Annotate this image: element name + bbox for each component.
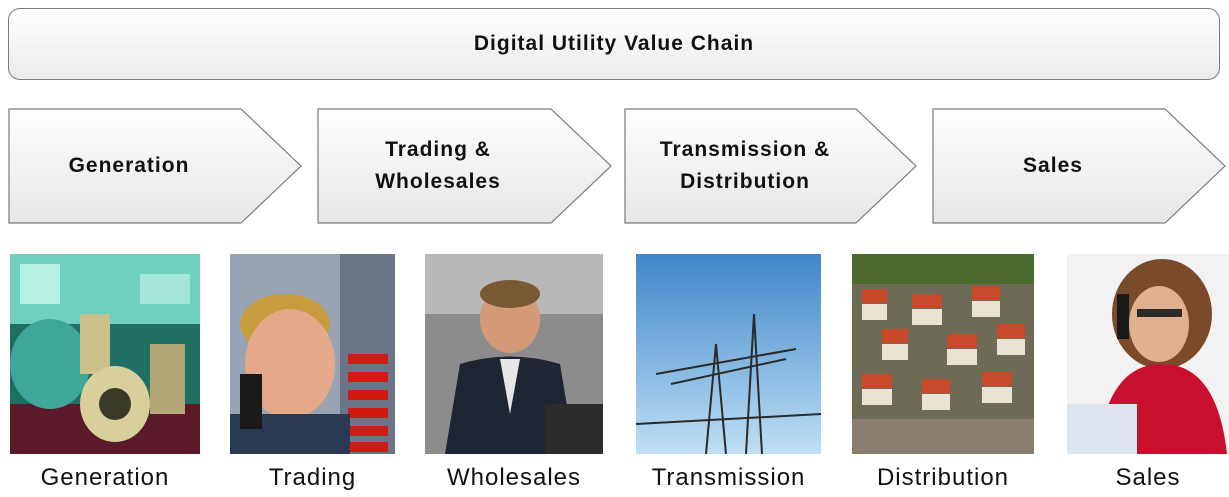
- hillside-town-photo: [852, 254, 1034, 454]
- caption-wholesales: Wholesales: [446, 464, 582, 491]
- stage-chevron-sales: [932, 108, 1226, 224]
- stage-label-transmission-distribution: Transmission &Distribution: [659, 138, 831, 193]
- stage-label-sales: Sales: [1023, 154, 1083, 177]
- stage-chevron-trading-wholesales: [317, 108, 612, 224]
- businessman-at-desk-photo: [425, 254, 603, 454]
- caption-trading: Trading: [268, 464, 357, 491]
- stage-label-generation: Generation: [68, 154, 190, 177]
- value-chain-title: Digital Utility Value Chain: [8, 8, 1220, 80]
- power-pylon-photo: [636, 254, 821, 454]
- caption-transmission: Transmission: [651, 464, 806, 491]
- stage-chevron-generation: [8, 108, 302, 224]
- caption-generation: Generation: [40, 464, 170, 491]
- trader-on-phone-photo: [230, 254, 395, 454]
- chevron-shapes: [8, 108, 1226, 224]
- caption-distribution: Distribution: [876, 464, 1010, 491]
- turbine-hall-photo: [10, 254, 200, 454]
- value-chain-stages: Generation Trading &Wholesales Transmiss…: [0, 108, 1229, 224]
- stage-chevron-transmission-distribution: [624, 108, 917, 224]
- caption-sales: Sales: [1115, 464, 1181, 491]
- woman-on-phone-photo: [1067, 254, 1229, 454]
- title-text: Digital Utility Value Chain: [473, 32, 755, 55]
- stage-label-trading-wholesales: Trading &Wholesales: [375, 138, 501, 193]
